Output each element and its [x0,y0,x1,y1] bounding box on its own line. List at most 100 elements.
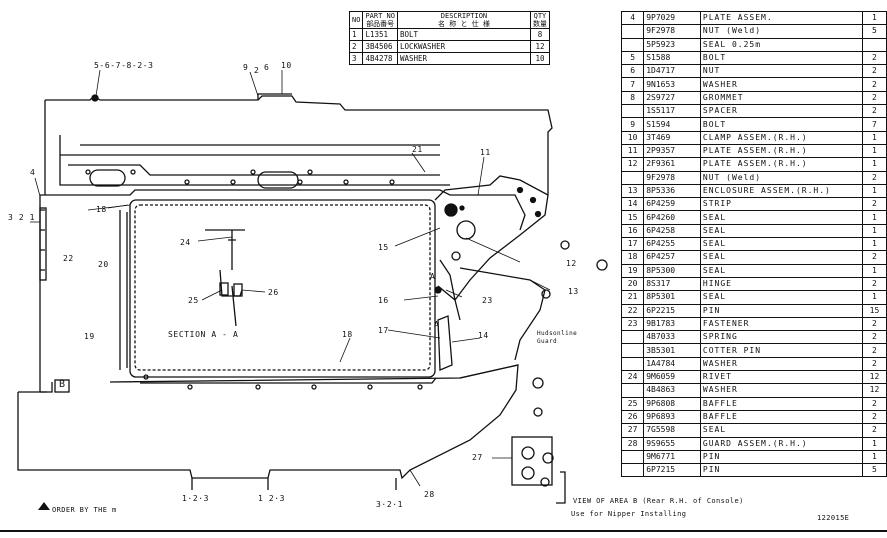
parts-cell-qty: 1 [861,143,887,159]
callout-19: 19 [84,332,95,341]
parts-cell-part: 3T469 [643,130,701,145]
parts-cell-ref: 12 [620,157,645,172]
parts-cell-qty: 2 [861,197,887,212]
parts-cell-ref [620,343,645,358]
parts-cell-desc: PLATE ASSEM.(R.H.) [700,143,863,159]
parts-cell-part: 8P5301 [643,290,701,305]
parts-cell-part: 9N1653 [643,77,701,92]
callout-18-bottom: 18 [342,330,353,339]
callout-5678: 5-6-7-8-2-3 [94,61,154,70]
parts-cell-qty: 2 [861,343,887,358]
parts-cell-qty: 1 [861,157,887,172]
parts-cell-qty: 2 [861,50,887,66]
parts-cell-ref: 11 [620,143,645,159]
view-label: VIEW OF AREA B (Rear R.H. of Console) [573,497,744,505]
lower-guard [17,364,519,480]
parts-cell-ref [620,356,645,372]
parts-cell-part: 6P4258 [643,223,701,239]
parts-cell-qty: 12 [861,370,887,385]
callout-26: 26 [268,288,279,297]
parts-cell-qty: 2 [861,423,887,438]
parts-cell-desc: WASHER [700,77,863,92]
parts-cell-ref: 24 [620,370,645,385]
parts-cell-part: 1A4784 [643,356,701,372]
parts-cell-desc: BOLT [700,117,863,132]
parts-cell-ref: 14 [620,197,645,212]
parts-cell-desc: NUT [700,64,863,79]
callout-11: 11 [480,148,491,157]
guard-note: Hudsonline Guard [537,330,578,345]
parts-cell-qty: 5 [861,24,887,39]
callout-123-left: 1·2·3 [182,494,210,503]
parts-cell-part: 6P7215 [643,463,701,478]
parts-cell-desc: HINGE [700,276,863,292]
parts-cell-part: 2P9357 [643,143,701,159]
callout-14: 14 [478,331,489,340]
parts-cell-desc: SPRING [700,330,863,345]
parts-cell-desc: BAFFLE [700,409,863,425]
parts-cell-desc: PIN [700,303,863,318]
parts-cell-ref: 15 [620,210,645,225]
callout-6: 6 [264,63,270,72]
parts-cell-desc: SEAL 0.25m [700,37,863,52]
parts-cell-desc: SEAL [700,210,863,225]
parts-cell-part: 6P4260 [643,210,701,225]
parts-cell-part: 1D4717 [643,64,701,79]
callout-b: B [59,379,66,390]
parts-cell-qty: 1 [861,290,887,305]
parts-cell-desc: SPACER [700,104,863,119]
callout-20: 20 [98,260,109,269]
callout-28: 28 [424,490,435,499]
parts-cell-ref: 28 [620,436,645,451]
parts-cell-part: 4B4863 [643,383,701,398]
parts-cell-part: 9B1783 [643,316,701,332]
callout-123-mid: 1 2·3 [258,494,286,503]
parts-cell-ref [620,24,645,39]
parts-cell-desc: PIN [700,449,863,465]
parts-cell-ref: 6 [620,64,645,79]
callout-21: 21 [412,145,423,154]
parts-cell-ref: 7 [620,77,645,92]
parts-cell-qty: 12 [861,383,887,398]
parts-cell-part: 9S9655 [643,436,701,451]
parts-cell-qty: 1 [861,210,887,225]
parts-cell-part: 8S317 [643,276,701,292]
parts-cell-desc: SEAL [700,250,863,265]
col-no: NO [348,11,364,29]
window-frame [129,199,436,378]
parts-cell-desc: WASHER [700,356,863,372]
parts-cell-desc: STRIP [700,197,863,212]
parts-cell-part: 9P7029 [643,10,701,26]
parts-cell-part: 2F9361 [643,157,701,172]
callout-9: 9 [243,63,249,72]
parts-cell-ref: 22 [620,303,645,318]
callout-12: 12 [566,259,577,268]
parts-cell-qty: 1 [861,183,887,199]
parts-cell-qty: 2 [861,104,887,119]
parts-cell-desc: RIVET [700,370,863,385]
parts-cell-ref: 25 [620,396,645,411]
section-mark-a2: A [434,320,440,329]
bottom-border [0,530,887,532]
parts-cell-qty: 2 [861,276,887,292]
parts-cell-part: 9M6771 [643,449,701,465]
parts-cell-desc: PIN [700,463,863,478]
